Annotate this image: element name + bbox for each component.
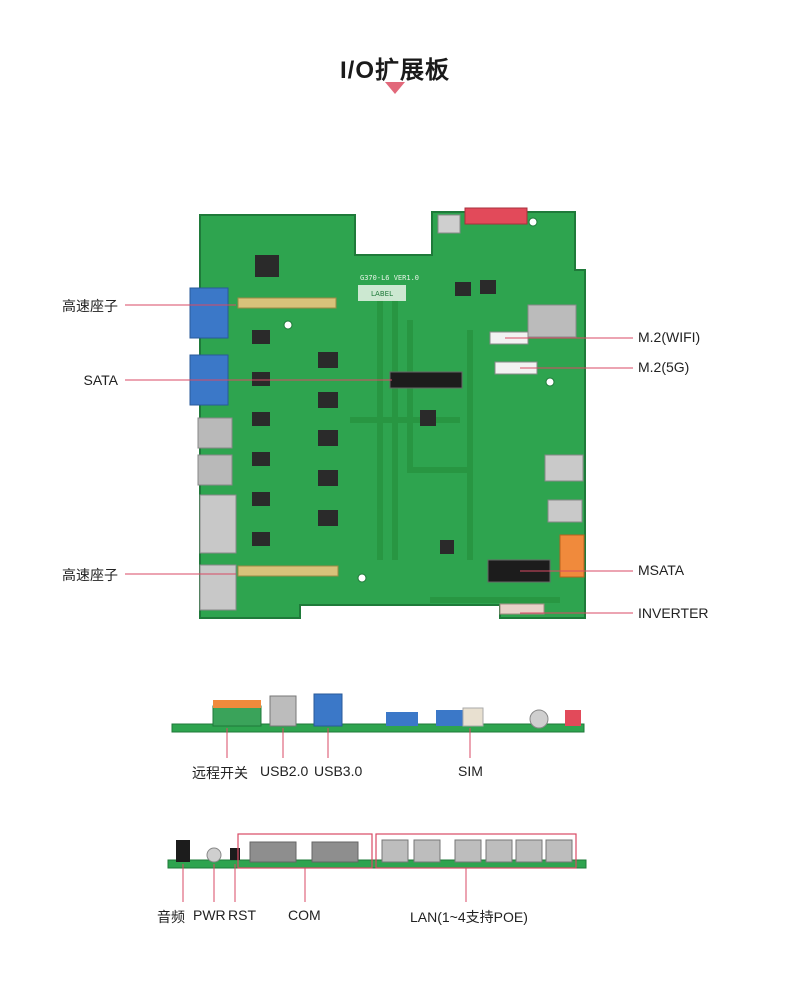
board-silkscreen: G370-L6 VER1.0 xyxy=(360,274,419,282)
label-com: COM xyxy=(288,907,321,923)
label-lan: LAN(1~4支持POE) xyxy=(410,909,528,925)
callout-msata: MSATA xyxy=(638,562,685,578)
side-view-1-lines xyxy=(226,728,471,758)
main-pcb: G370-L6 VER1.0 LABEL xyxy=(189,207,586,619)
side-view-1 xyxy=(171,693,585,733)
label-sim: SIM xyxy=(458,763,483,779)
title-arrow-icon xyxy=(385,82,405,94)
callout-sata: SATA xyxy=(83,372,119,388)
page-title: I/O扩展板 xyxy=(339,57,450,84)
callout-inverter: INVERTER xyxy=(638,605,709,621)
label-remote-switch: 远程开关 xyxy=(192,765,248,781)
label-usb3: USB3.0 xyxy=(314,763,363,779)
side-view-2 xyxy=(167,833,587,869)
board-label-text: LABEL xyxy=(371,290,393,298)
side-view-2-lines xyxy=(182,864,467,902)
label-usb2: USB2.0 xyxy=(260,763,309,779)
label-pwr: PWR xyxy=(193,907,226,923)
callout-m2-wifi: M.2(WIFI) xyxy=(638,329,701,345)
label-rst: RST xyxy=(228,907,256,923)
callout-m2-5g: M.2(5G) xyxy=(638,359,690,375)
label-audio: 音频 xyxy=(157,909,185,925)
callout-high-speed-connector-bottom: 高速座子 xyxy=(62,567,118,583)
callout-high-speed-connector-top: 高速座子 xyxy=(62,298,118,314)
callout-lines xyxy=(125,304,633,614)
